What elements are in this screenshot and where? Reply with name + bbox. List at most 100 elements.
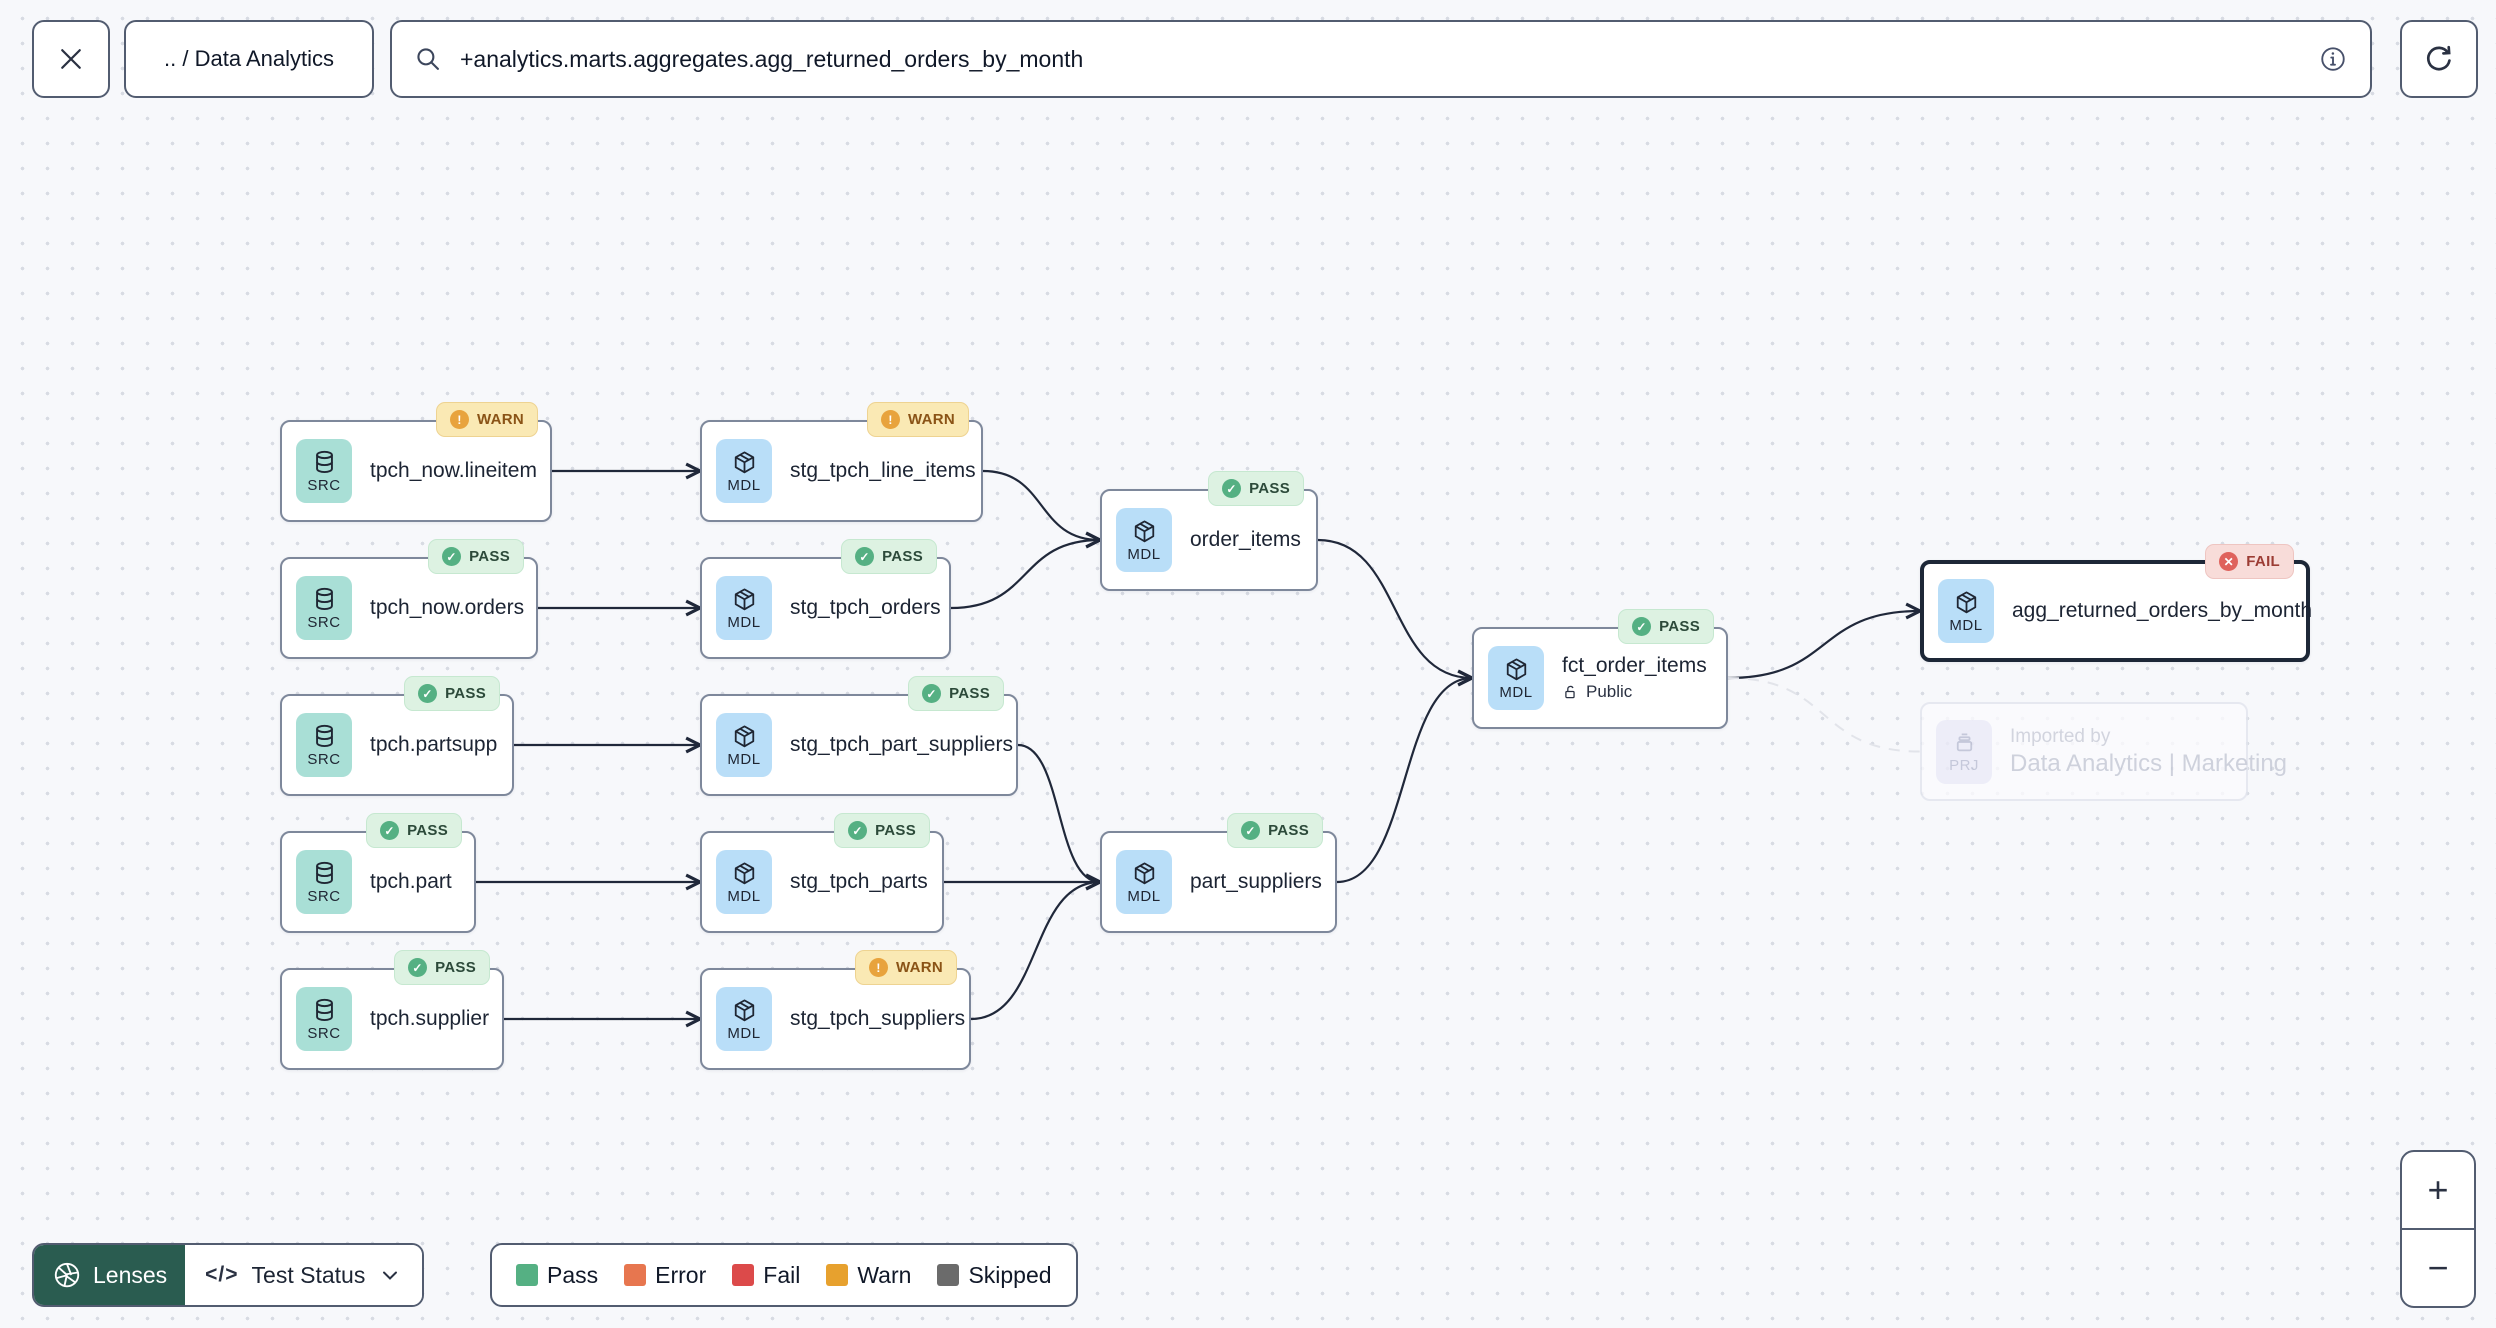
search-input[interactable] [458,44,2302,74]
status-label: PASS [1659,618,1700,635]
edge-part_suppliers-to-fct_order_items [1336,678,1472,884]
status-label: PASS [949,685,990,702]
badge-label: MDL [1127,545,1161,563]
legend-swatch [826,1264,849,1286]
legend-item-error: Error [624,1262,706,1289]
zoom-controls: + − [2400,1150,2476,1308]
legend-item-fail: Fail [732,1262,800,1289]
status-badge-pass: ✓PASS [404,676,500,711]
code-icon: </> [205,1263,239,1286]
ghost-node-title: Imported by [2010,725,2111,747]
badge-label: SRC [307,476,341,494]
status-badge-pass: ✓PASS [834,813,930,848]
status-label: WARN [895,959,943,976]
node-name: tpch_now.orders [370,596,525,619]
aperture-icon [52,1260,82,1290]
status-icon: ✓ [380,821,400,840]
lens-selector[interactable]: </> Test Status [185,1245,423,1305]
status-label: PASS [435,959,476,976]
database-badge: SRC [296,576,352,640]
legend-swatch [937,1264,960,1286]
status-badge-pass: ✓ PASS [394,950,490,985]
node-stg_tpch_parts[interactable]: MDL stg_tpch_parts ✓PASS [700,813,944,933]
zoom-out-button[interactable]: − [2402,1228,2474,1306]
node-name: stg_tpch_orders [790,596,941,619]
search-bar[interactable] [390,20,2372,98]
node-name: order_items [1190,528,1301,551]
database-badge: SRC [296,439,352,503]
node-stg_tpch_suppliers[interactable]: MDL stg_tpch_suppliers! WARN [700,950,971,1070]
edge-stg_tpch_suppliers-to-part_suppliers [970,882,1100,1021]
status-badge-pass: ✓PASS [841,539,937,574]
badge-label: MDL [727,887,761,905]
legend-swatch [624,1264,647,1286]
status-icon: ✓ [1632,617,1652,636]
node-name: part_suppliers [1190,870,1322,893]
search-icon [414,45,442,73]
legend-label: Warn [857,1261,912,1288]
cube-badge: MDL [716,576,772,640]
status-icon: ✕ [2219,552,2239,571]
status-label: PASS [407,822,448,839]
status-badge-warn: !WARN [435,402,538,437]
node-name: stg_tpch_suppliers [790,1007,966,1030]
badge-label: SRC [307,613,341,631]
status-icon: ✓ [408,958,428,977]
database-badge: SRC [296,850,352,914]
status-label: PASS [1268,822,1309,839]
info-icon[interactable] [2318,44,2348,74]
node-text: stg_tpch_orders [790,596,941,620]
badge-label: MDL [727,1024,761,1042]
breadcrumb-button[interactable]: .. / Data Analytics [124,20,374,98]
refresh-icon [2423,43,2455,75]
status-icon: ✓ [442,547,462,566]
refresh-button[interactable] [2400,20,2478,98]
node-order_items[interactable]: MDL order_items ✓PASS [1100,471,1318,591]
node-tpch_now_orders[interactable]: SRC tpch_now.orders ✓ PASS [280,539,538,659]
badge-label: MDL [727,750,761,768]
legend-swatch [732,1264,755,1286]
lens-selector-label: Test Status [251,1261,366,1288]
status-label: PASS [882,548,923,565]
status-badge-pass: ✓PASS [1208,471,1304,506]
database-badge: SRC [296,713,352,777]
node-name: stg_tpch_parts [790,870,928,893]
status-label: PASS [875,822,916,839]
status-label: PASS [469,548,510,565]
status-badge-warn: !WARN [866,402,969,437]
badge-label: MDL [727,613,761,631]
zoom-in-button[interactable]: + [2427,1169,2449,1210]
status-label: FAIL [2246,553,2280,570]
status-icon: ! [868,958,888,977]
edge-stg_tpch_line_items-to-order_items [982,469,1100,540]
status-icon: ✓ [1222,479,1242,498]
node-text: tpch_now.lineitem [370,459,537,483]
edge-stg_tpch_part_suppliers-to-part_suppliers [1017,743,1100,882]
status-icon: ✓ [418,684,438,703]
status-badge-pass: ✓PASS [1227,813,1323,848]
node-text: stg_tpch_part_suppliers [790,733,1013,757]
cube-badge: MDL [716,439,772,503]
badge-label: MDL [1127,887,1161,905]
lenses-button[interactable]: Lenses [34,1245,186,1305]
legend-label: Error [655,1261,707,1288]
node-tpch_now_lineitem[interactable]: SRC tpch_now.lineitem !WARN [280,402,552,522]
badge-label: MDL [727,476,761,494]
edge-stg_tpch_orders-to-order_items [950,540,1100,610]
cube-badge: MDL [1938,579,1994,643]
node-stg_tpch_orders[interactable]: MDL stg_tpch_orders ✓PASS [700,539,951,659]
project-badge: PRJ [1936,719,1992,784]
badge-label: MDL [1499,683,1533,701]
close-button[interactable] [32,20,110,98]
node-part_suppliers[interactable]: MDL part_suppliers ✓PASS [1100,813,1337,933]
